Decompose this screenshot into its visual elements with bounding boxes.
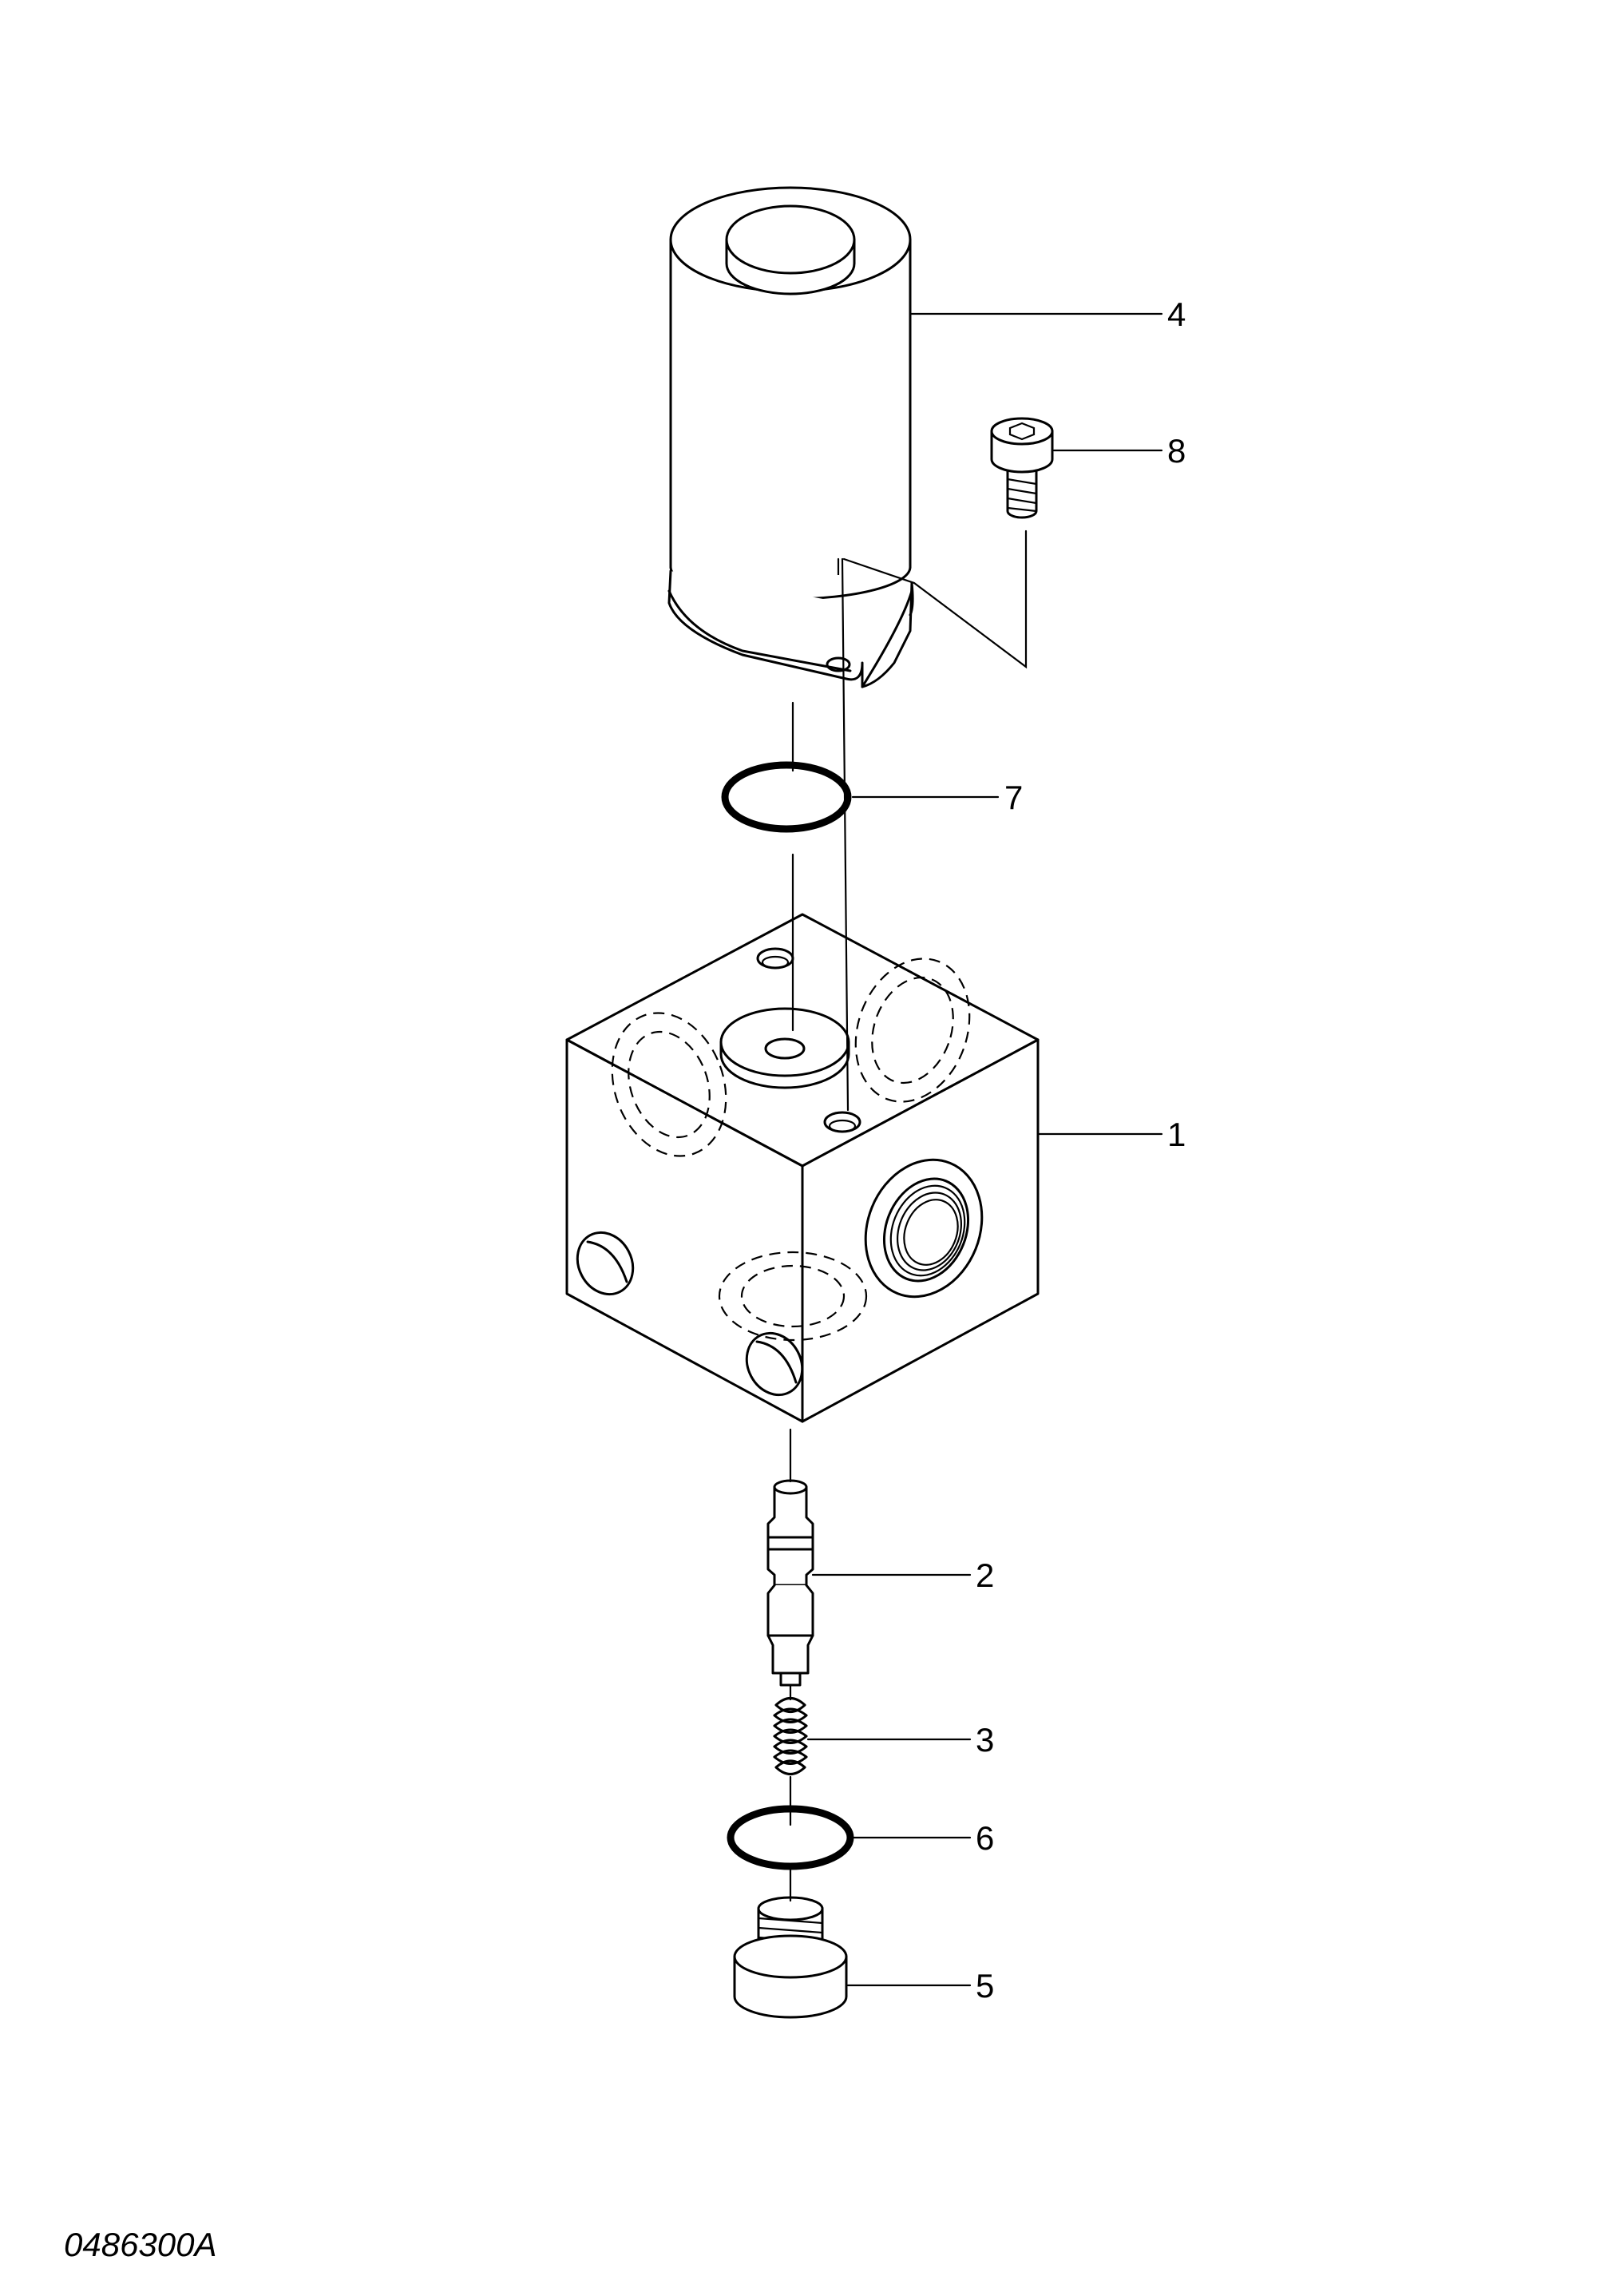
- valve-block: [565, 913, 1040, 1423]
- callout-oring-upper: 7: [1004, 779, 1023, 816]
- drawing-reference-code: 0486300A: [64, 2226, 217, 2263]
- assembly-centerlines: [789, 529, 1028, 1902]
- spool: [766, 1479, 814, 1687]
- callout-plug: 5: [976, 1967, 994, 2005]
- callout-spool: 2: [976, 1556, 994, 1594]
- leader-lines: [806, 312, 1163, 1987]
- callout-screw: 8: [1167, 432, 1186, 470]
- spring: [773, 1697, 808, 1775]
- solenoid-coil: [667, 186, 914, 688]
- callout-spring: 3: [976, 1721, 994, 1759]
- cap-screw: [990, 417, 1054, 519]
- callout-solenoid: 4: [1167, 295, 1186, 333]
- callout-block: 1: [1167, 1116, 1186, 1153]
- upper-o-ring: [721, 761, 852, 833]
- callout-oring-lower: 6: [976, 1819, 994, 1857]
- plug: [733, 1896, 848, 2019]
